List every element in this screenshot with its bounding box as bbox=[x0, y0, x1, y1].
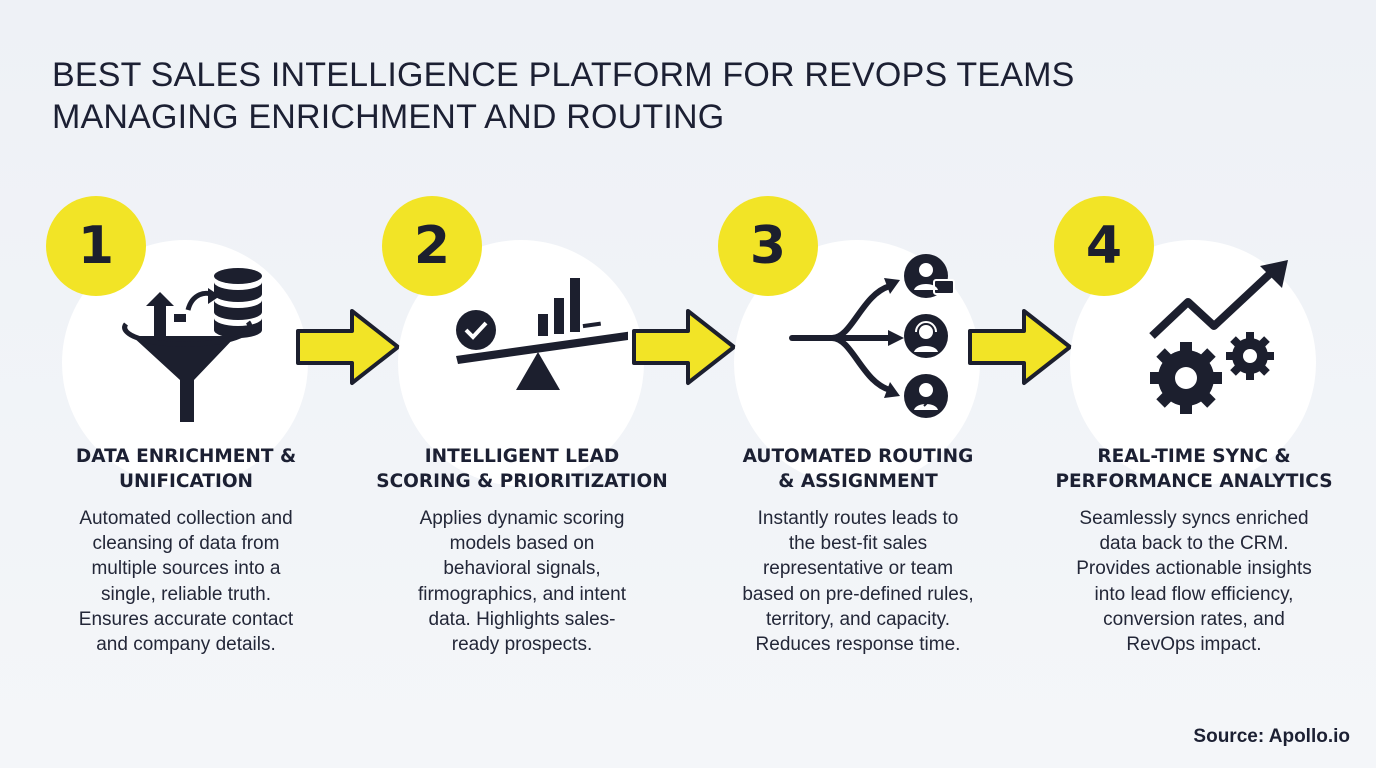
step-1-heading: DATA ENRICHMENT & UNIFICATION bbox=[75, 446, 297, 492]
step-3-heading: AUTOMATED ROUTING & ASSIGNMENT bbox=[742, 446, 974, 492]
title-line-1: BEST SALES INTELLIGENCE PLATFORM FOR REV… bbox=[52, 56, 1075, 94]
gears-trend-icon bbox=[1149, 260, 1288, 414]
step-2-description: Applies dynamic scoring models based on … bbox=[417, 508, 627, 656]
step-4-heading: REAL-TIME SYNC & PERFORMANCE ANALYTICS bbox=[1055, 446, 1333, 492]
scale-chart-icon bbox=[456, 278, 628, 390]
step-3-description: Instantly routes leads to the best-fit s… bbox=[742, 508, 974, 656]
right-arrow-icon bbox=[968, 309, 1072, 385]
title-line-2: MANAGING ENRICHMENT AND ROUTING bbox=[52, 98, 725, 136]
step-1: 1 DATA ENRICHMENT & UNIFICATION Automate… bbox=[46, 196, 346, 676]
step-2-heading: INTELLIGENT LEAD SCORING & PRIORITIZATIO… bbox=[376, 446, 668, 492]
step-2-badge: 2 bbox=[382, 196, 482, 296]
step-3-badge: 3 bbox=[718, 196, 818, 296]
step-4-description: Seamlessly syncs enriched data back to t… bbox=[1076, 508, 1312, 656]
source-credit: Source: Apollo.io bbox=[1193, 726, 1350, 747]
step-4-badge: 4 bbox=[1054, 196, 1154, 296]
step-1-badge: 1 bbox=[46, 196, 146, 296]
step-3: 3 AUTOMATED ROUTING & AS bbox=[718, 196, 1018, 676]
page-title: BEST SALES INTELLIGENCE PLATFORM FOR REV… bbox=[52, 54, 1252, 138]
right-arrow-icon bbox=[632, 309, 736, 385]
step-1-description: Automated collection and cleansing of da… bbox=[78, 508, 294, 656]
right-arrow-icon bbox=[296, 309, 400, 385]
funnel-database-icon bbox=[122, 268, 262, 422]
step-4: 4 REAL-TIME SYNC & PERFORMANCE ANALYTICS… bbox=[1054, 196, 1354, 676]
routing-people-icon bbox=[789, 254, 955, 418]
step-2: 2 INTELLIGENT LEAD SCORING & PRIORITIZAT… bbox=[376, 196, 682, 676]
